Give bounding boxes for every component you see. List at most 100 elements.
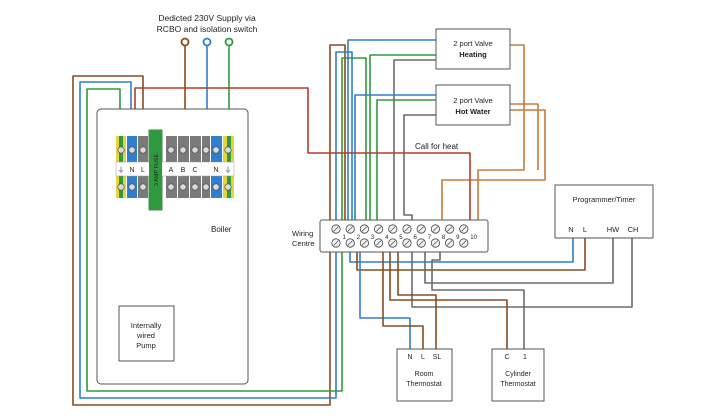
wiring-centre-screw-slot-1 — [333, 240, 339, 246]
roomstat-line2: Thermostat — [406, 381, 441, 388]
wiring-centre-screw-slot-3 — [361, 240, 368, 246]
wiring-centre-terminal-number: 3 — [371, 235, 375, 241]
wiring-centre-screw-slot-6 — [404, 240, 410, 246]
cylstat-line1: Cylinder — [505, 371, 531, 378]
hw-valve-green-wire — [376, 99, 436, 228]
cylstat-line2: Thermostat — [500, 381, 535, 388]
roomstat-term-sl: SL — [433, 354, 442, 361]
boiler-screws-top — [117, 146, 232, 154]
programmer-ch-wire — [411, 238, 633, 308]
programmer-live-wire — [356, 238, 586, 271]
wiring-centre-screw-slot-9 — [446, 226, 453, 232]
wiring-centre-terminal-number: 6 — [414, 235, 418, 241]
wiring-centre-screw-slot-3 — [361, 226, 368, 232]
heating-valve-blue-wire — [347, 39, 436, 226]
roomstat-neutral-wire — [359, 246, 411, 350]
programmer-term-hw: HW — [607, 225, 620, 234]
room-thermostat-box — [396, 348, 453, 402]
valve-heating-line2: Heating — [459, 50, 487, 59]
supply-live-terminal — [180, 37, 190, 47]
supply-earth-terminal — [224, 37, 234, 47]
cylstat-term-c: C — [504, 354, 509, 361]
programmer-box — [554, 184, 654, 239]
supply-neutral-terminal — [202, 37, 212, 47]
wiring-centre-screw-slot-4 — [375, 226, 382, 232]
valve-hot-water-line2: Hot Water — [455, 107, 490, 116]
wiring-centre-terminal-number: 4 — [385, 235, 389, 241]
boiler-term-label-3: L — [141, 167, 145, 174]
wiring-centre-screw-slot-8 — [432, 226, 439, 232]
wiring-centre-terminal-number: 7 — [428, 235, 432, 241]
wires — [72, 39, 633, 406]
wiring-centre-screw-slot-7 — [418, 226, 424, 232]
wiring-centre-terminal-number: 9 — [456, 235, 460, 241]
programmer-term-l: L — [583, 225, 587, 234]
boiler-term-label-c: C — [192, 167, 197, 174]
wiring-centre-screw-slot-5 — [390, 226, 396, 232]
roomstat-live-wire — [382, 246, 424, 350]
wiring-centre-screw-slot-6 — [404, 226, 410, 232]
hw-valve-grey-wire — [403, 114, 436, 228]
wiring-centre-line2: Centre — [292, 239, 315, 248]
programmer-term-n: N — [568, 225, 573, 234]
programmer-term-ch: CH — [628, 225, 639, 234]
boiler-term-label-n: N — [213, 167, 218, 174]
heating-valve-brown-wire — [477, 44, 525, 228]
wiring-centre-terminal-number: 5 — [399, 235, 403, 241]
boiler-term-label-b: B — [181, 167, 186, 174]
boiler-label: Boiler — [211, 225, 232, 234]
cylstat-c-wire — [389, 246, 508, 350]
wiring-centre-terminal-number: 10 — [470, 235, 477, 241]
wiring-centre-line1: Wiring — [292, 229, 313, 238]
wiring-centre-screw-slot-9 — [446, 240, 453, 246]
boiler-screws-bottom — [117, 183, 232, 191]
boiler-live-to-centre-wire — [72, 44, 346, 406]
boiler-term-label-2: N — [129, 167, 134, 174]
roomstat-term-n: N — [407, 354, 412, 361]
wiring-centre-terminal-number: 2 — [357, 235, 361, 241]
wiring-centre-screw-slot-4 — [375, 240, 382, 246]
roomstat-line1: Room — [415, 371, 434, 378]
wiring-centre-screw-slot-10 — [461, 240, 467, 246]
valve-hot-water-line1: 2 port Valve — [453, 96, 492, 105]
valve-heating-box — [435, 28, 511, 70]
wiring-centre-screw-slot-5 — [390, 240, 396, 246]
programmer-title: Programmer/Timer — [573, 195, 636, 204]
boiler-term-label-earth: ⏚ — [225, 166, 232, 174]
boiler-terminal-block: ⏚ N L A B C N ⏚ 3 AMP FUSE — [115, 129, 235, 211]
programmer-hw-wire — [424, 238, 614, 284]
heating-valve-grey-wire — [393, 59, 436, 228]
wiring-centre-screw-slot-8 — [432, 240, 439, 246]
programmer-neutral-wire — [349, 238, 574, 263]
pump-box — [118, 305, 175, 362]
call-for-heat-label: Call for heat — [415, 142, 459, 151]
hw-valve-blue-wire — [354, 94, 436, 226]
cylinder-thermostat-box — [491, 348, 545, 402]
boiler-earth-to-centre-wire — [86, 57, 367, 392]
cylstat-1-wire — [431, 246, 525, 350]
pump-label-line3: Pump — [136, 341, 156, 350]
supply-label-line2: RCBO and isolation switch — [157, 24, 258, 34]
wiring-centre-screw-slot-1 — [333, 226, 339, 232]
pump-label-line2: wired — [136, 331, 155, 340]
cylstat-term-1: 1 — [523, 354, 527, 361]
hw-valve-brown-wire — [510, 103, 539, 170]
wiring-centre-terminal-number: 1 — [343, 235, 347, 241]
boiler-fuse-label: 3 AMP FUSE — [154, 154, 160, 187]
wiring-centre-screw-slot-7 — [418, 240, 424, 246]
roomstat-sl-wire — [397, 246, 437, 350]
wiring-centre-screw-slot-2 — [347, 226, 353, 232]
boiler-neutral-to-centre-wire — [79, 51, 353, 399]
wiring-centre-screw-slot-10 — [461, 226, 467, 232]
valve-hot-water-box — [435, 84, 511, 126]
supply-label-line1: Dedicted 230V Supply via — [158, 13, 256, 23]
call-for-heat-wire — [134, 87, 471, 228]
wiring-centre-screw-slot-2 — [347, 240, 353, 246]
heating-valve-green-wire — [369, 54, 436, 228]
boiler-fuse-overlay — [149, 130, 162, 210]
boiler-terminal-label-strip — [115, 161, 235, 177]
pump-label-line1: Internally — [131, 321, 162, 330]
hw-valve-orange-wire — [441, 109, 546, 228]
boiler-term-label-a: A — [169, 167, 174, 174]
